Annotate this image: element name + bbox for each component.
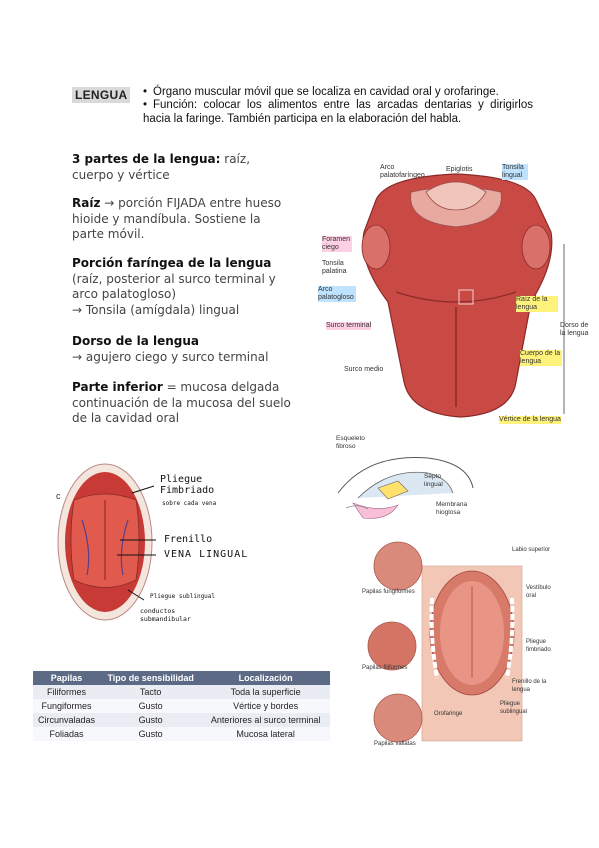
section-partes-head: 3 partes de la lengua: bbox=[72, 152, 221, 166]
section-dorso: Dorso de la lengua → agujero ciego y sur… bbox=[72, 334, 292, 365]
section-dorso-sub: → agujero ciego y surco terminal bbox=[72, 349, 269, 364]
tongue-dorsum-figure: Arco palatofaríngeo Epiglotis Tonsila li… bbox=[316, 152, 592, 427]
label-labio-superior: Labio superior bbox=[512, 547, 551, 553]
table-row: Foliadas Gusto Mucosa lateral bbox=[33, 727, 330, 741]
header-papilas: Papilas bbox=[33, 671, 100, 685]
label-epiglotis: Epiglotis bbox=[446, 166, 473, 173]
label-tonsila-palatina: Tonsila palatina bbox=[322, 260, 347, 275]
header-tipo: Tipo de sensibilidad bbox=[99, 671, 202, 685]
papillae-table: Papilas Tipo de sensibilidad Localizació… bbox=[33, 671, 330, 741]
cell: Anteriores al surco terminal bbox=[201, 713, 330, 727]
bullet-1: •Órgano muscular móvil que se localiza e… bbox=[143, 86, 499, 98]
label-arco-palatofaringeo: Arco palatofaríngeo bbox=[380, 164, 425, 179]
section-raiz-body: → porción FIJADA entre hueso hioide y ma… bbox=[72, 196, 282, 241]
tongue-underside-figure: c Pliegue Fimbriado sobre cada vena Fren… bbox=[32, 460, 322, 630]
table-row: Circunvaladas Gusto Anteriores al surco … bbox=[33, 713, 330, 727]
label-raiz: Raíz de la lengua bbox=[516, 296, 558, 312]
label-papilas-vallatas: Papilas vallatas bbox=[374, 741, 416, 747]
bullet-2: •Función: colocar los alimentos entre la… bbox=[143, 99, 533, 125]
cell: Vértice y bordes bbox=[201, 699, 330, 713]
page-title: LENGUA bbox=[72, 87, 131, 103]
label-esqueleto-fibroso: Esqueleto fibroso bbox=[336, 435, 365, 450]
section-raiz: Raíz → porción FIJADA entre hueso hioide… bbox=[72, 196, 292, 243]
label-septo-lingual: Septo lingual bbox=[424, 473, 443, 488]
cell: Foliadas bbox=[33, 727, 100, 741]
section-partes: 3 partes de la lengua: raíz, cuerpo y vé… bbox=[72, 152, 292, 183]
section-faringea-sub: → Tonsila (amígdala) lingual bbox=[72, 302, 240, 317]
section-faringea: Porción faríngea de la lengua (raíz, pos… bbox=[72, 256, 292, 318]
label-vestibulo: Vestíbulo oral bbox=[526, 585, 551, 599]
label-surco-medio: Surco medio bbox=[344, 366, 384, 373]
bullet-1-text: Órgano muscular móvil que se localiza en… bbox=[153, 86, 499, 98]
label-vertice: Vértice de la lengua bbox=[499, 416, 561, 424]
label-cuerpo: Cuerpo de la lengua bbox=[520, 350, 562, 366]
bullet-2-text: Función: colocar los alimentos entre las… bbox=[143, 99, 533, 125]
section-raiz-head: Raíz bbox=[72, 196, 101, 210]
cell: Toda la superficie bbox=[201, 685, 330, 699]
table-header-row: Papilas Tipo de sensibilidad Localizació… bbox=[33, 671, 330, 685]
label-frenillo-2: Frenillo de la lengua bbox=[512, 679, 547, 693]
label-papilas-fungiformes: Papilas fungiformes bbox=[362, 589, 415, 595]
table-row: Filiformes Tacto Toda la superficie bbox=[33, 685, 330, 699]
table-row: Fungiformes Gusto Vértice y bordes bbox=[33, 699, 330, 713]
label-pliegue-fimbriado: Pliegue Fimbriado bbox=[160, 474, 215, 496]
tongue-skeleton-figure: Esqueleto fibroso Septo lingual Membrana… bbox=[328, 433, 478, 523]
label-conductos: conductos submandibular bbox=[140, 607, 191, 623]
header-localizacion: Localización bbox=[201, 671, 330, 685]
tongue-skeleton-illustration bbox=[337, 456, 474, 519]
label-frenillo: Frenillo bbox=[164, 534, 213, 545]
cell: Filiformes bbox=[33, 685, 100, 699]
cell: Gusto bbox=[99, 727, 202, 741]
section-inferior-body: = mucosa delgada continuación de la muco… bbox=[72, 380, 291, 425]
label-dorso: Dorso de la lengua bbox=[560, 322, 589, 337]
label-pliegue-sublingual: Pliegue sublingual bbox=[150, 593, 216, 600]
tongue-underside-illustration bbox=[57, 463, 156, 621]
figure-letter-c: c bbox=[56, 491, 61, 501]
cell: Gusto bbox=[99, 713, 202, 727]
cell: Fungiformes bbox=[33, 699, 100, 713]
label-sobre-cada-vena: sobre cada vena bbox=[162, 500, 217, 507]
section-inferior: Parte inferior = mucosa delgada continua… bbox=[72, 380, 292, 427]
section-faringea-body: (raíz, posterior al surco terminal y arc… bbox=[72, 271, 276, 302]
section-inferior-head: Parte inferior bbox=[72, 380, 163, 394]
label-orofaringe: Orofaringe bbox=[434, 711, 463, 717]
label-surco-terminal: Surco terminal bbox=[326, 322, 372, 330]
section-faringea-head: Porción faríngea de la lengua bbox=[72, 256, 272, 270]
label-pliegue-fimbriado-2: Pliegue fimbriado bbox=[526, 639, 551, 653]
cell: Gusto bbox=[99, 699, 202, 713]
label-vena-lingual: VENA LINGUAL bbox=[164, 549, 249, 560]
tongue-dorsum-illustration bbox=[361, 173, 565, 418]
section-dorso-head: Dorso de la lengua bbox=[72, 334, 200, 348]
cell: Mucosa lateral bbox=[201, 727, 330, 741]
section-partes-body: raíz, cuerpo y vértice bbox=[72, 152, 251, 182]
cell: Tacto bbox=[99, 685, 202, 699]
label-tonsila-lingual: Tonsila lingual bbox=[502, 164, 528, 180]
label-foramen-ciego: Foramen ciego bbox=[322, 236, 352, 252]
label-membrana-hioglosa: Membrana hioglosa bbox=[436, 501, 468, 516]
label-pliegue-sublingual-2: Pliegue sublingual bbox=[500, 701, 528, 715]
cell: Circunvaladas bbox=[33, 713, 100, 727]
label-papilas-filiformes: Papilas filiformes bbox=[362, 665, 408, 671]
oral-cavity-illustration bbox=[367, 541, 523, 743]
oral-cavity-figure: Labio superior Papilas fungiformes Vestí… bbox=[362, 538, 562, 748]
label-arco-palatogloso: Arco palatogloso bbox=[318, 286, 356, 302]
